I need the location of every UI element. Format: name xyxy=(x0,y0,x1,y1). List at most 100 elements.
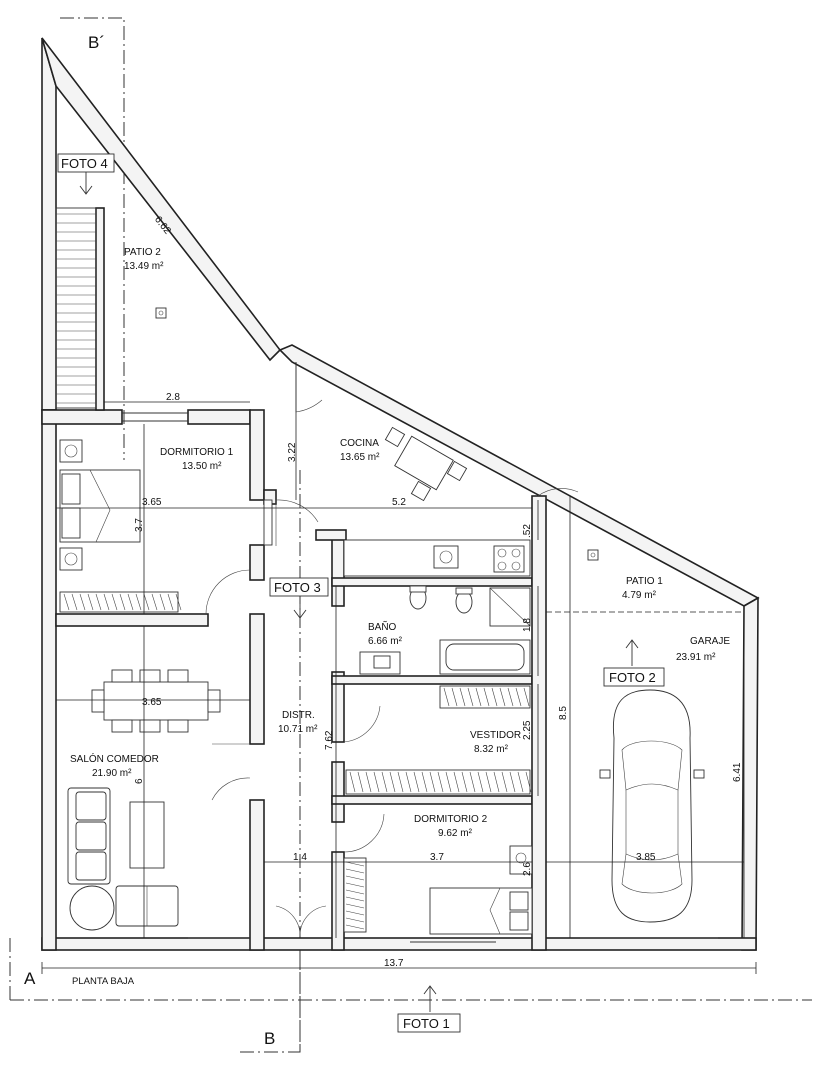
vestidor-name: VESTIDOR xyxy=(470,730,521,741)
wardrobe-hanger xyxy=(493,771,500,793)
dim-3-65-dormitorio: 3.65 xyxy=(142,497,162,508)
wardrobe-hanger xyxy=(443,687,450,707)
wardrobe-hanger xyxy=(405,771,412,793)
wardrobe-hanger xyxy=(345,889,365,895)
wardrobe-hanger xyxy=(349,771,356,793)
wardrobe-hanger xyxy=(79,593,86,611)
bano-area: 6.66 m² xyxy=(368,636,403,647)
foto-1-label: FOTO 1 xyxy=(403,1016,450,1031)
wardrobe-hanger xyxy=(365,771,372,793)
dim-3-65-salon: 3.65 xyxy=(142,697,162,708)
section-b-prime-label: B´ xyxy=(88,33,105,52)
wardrobe-hanger xyxy=(345,924,365,930)
dim-13-7: 13.7 xyxy=(384,958,404,969)
wardrobe-hanger xyxy=(525,771,532,793)
wardrobe-hanger xyxy=(461,771,468,793)
wardrobe-hanger xyxy=(345,882,365,888)
wardrobe-hanger xyxy=(437,771,444,793)
windows xyxy=(122,412,718,943)
wardrobe-hanger xyxy=(87,593,94,611)
wardrobe-hanger xyxy=(345,868,365,874)
bathroom-fixtures xyxy=(359,585,531,675)
kitchen-table xyxy=(384,426,468,502)
foto-4-label: FOTO 4 xyxy=(61,156,108,171)
dim-6: 6 xyxy=(134,778,145,784)
wardrobe-hanger xyxy=(451,687,458,707)
wardrobe-hanger xyxy=(499,687,506,707)
wardrobe-hanger xyxy=(515,687,522,707)
wardrobe-hanger xyxy=(345,910,365,916)
wardrobe-hanger xyxy=(345,917,365,923)
distr-name: DISTR. xyxy=(282,710,315,721)
wardrobe-hanger xyxy=(373,771,380,793)
stairs xyxy=(55,207,97,409)
dim-5-2: 5.2 xyxy=(392,497,406,508)
wardrobe-hanger xyxy=(175,593,182,611)
wardrobe-hanger xyxy=(429,771,436,793)
section-b-label: B xyxy=(264,1029,275,1048)
walls xyxy=(41,37,760,951)
dormitorio-1-name: DORMITORIO 1 xyxy=(160,447,234,458)
wardrobe-hanger xyxy=(159,593,166,611)
wardrobe-hanger xyxy=(389,771,396,793)
dim-2-6: 2.6 xyxy=(522,862,533,876)
distr-area: 10.71 m² xyxy=(278,724,318,735)
bed-dormitorio-1 xyxy=(59,439,141,571)
wardrobe-hanger xyxy=(357,771,364,793)
dim-2-8: 2.8 xyxy=(166,392,180,403)
dim-3-7-dormitorio-2: 3.7 xyxy=(430,852,444,863)
dim-0-52: .52 xyxy=(522,524,533,538)
wardrobe-hanger xyxy=(477,771,484,793)
dim-1-4: 1.4 xyxy=(293,852,307,863)
garaje-name: GARAJE xyxy=(690,636,730,647)
wardrobe-hanger xyxy=(509,771,516,793)
wardrobe-hanger xyxy=(475,687,482,707)
patio-2-area: 13.49 m² xyxy=(124,261,164,272)
wardrobe-hanger xyxy=(345,896,365,902)
wardrobe-hanger xyxy=(103,593,110,611)
dim-2-25: 2.25 xyxy=(522,720,533,740)
wardrobe-hanger xyxy=(507,687,514,707)
wardrobe-vestidor xyxy=(345,685,532,795)
wardrobe-hanger xyxy=(345,875,365,881)
plan-title: PLANTA BAJA xyxy=(72,976,135,987)
section-a-label: A xyxy=(24,969,36,988)
wardrobe-hanger xyxy=(143,593,150,611)
wardrobe-hanger xyxy=(135,593,142,611)
cocina-area: 13.65 m² xyxy=(340,452,380,463)
wardrobe-hanger xyxy=(95,593,102,611)
wardrobe-dormitorio-1 xyxy=(59,591,182,613)
wardrobe-hanger xyxy=(381,771,388,793)
dim-3-85: 3.85 xyxy=(636,852,656,863)
wardrobe-hanger xyxy=(127,593,134,611)
wardrobe-hanger xyxy=(119,593,126,611)
wardrobe-hanger xyxy=(71,593,78,611)
wardrobe-hanger xyxy=(483,687,490,707)
wardrobe-hanger xyxy=(345,903,365,909)
wardrobe-hanger xyxy=(413,771,420,793)
kitchen-counter xyxy=(343,539,531,577)
wardrobe-hanger xyxy=(469,771,476,793)
foto-3-label: FOTO 3 xyxy=(274,580,321,595)
wardrobe-hanger xyxy=(445,771,452,793)
dining-table xyxy=(91,669,221,733)
wardrobe-hanger xyxy=(151,593,158,611)
patio-1-area: 4.79 m² xyxy=(622,590,657,601)
bed-dormitorio-2 xyxy=(343,845,533,935)
dim-1-8: 1.8 xyxy=(522,618,533,632)
photo-marker-4: FOTO 4 xyxy=(57,153,115,195)
salon-comedor-area: 21.90 m² xyxy=(92,768,132,779)
wardrobe-hanger xyxy=(167,593,174,611)
wardrobe-hanger xyxy=(453,771,460,793)
wardrobe-hanger xyxy=(491,687,498,707)
foto-2-label: FOTO 2 xyxy=(609,670,656,685)
cocina-name: COCINA xyxy=(340,438,379,449)
wardrobe-hanger xyxy=(523,687,530,707)
bano-name: BAÑO xyxy=(368,620,397,633)
floor-drains xyxy=(155,307,599,561)
dim-3-7-dormitorio: 3.7 xyxy=(134,518,145,532)
dormitorio-2-area: 9.62 m² xyxy=(438,828,473,839)
car xyxy=(599,689,705,923)
wardrobe-hanger xyxy=(345,861,365,867)
